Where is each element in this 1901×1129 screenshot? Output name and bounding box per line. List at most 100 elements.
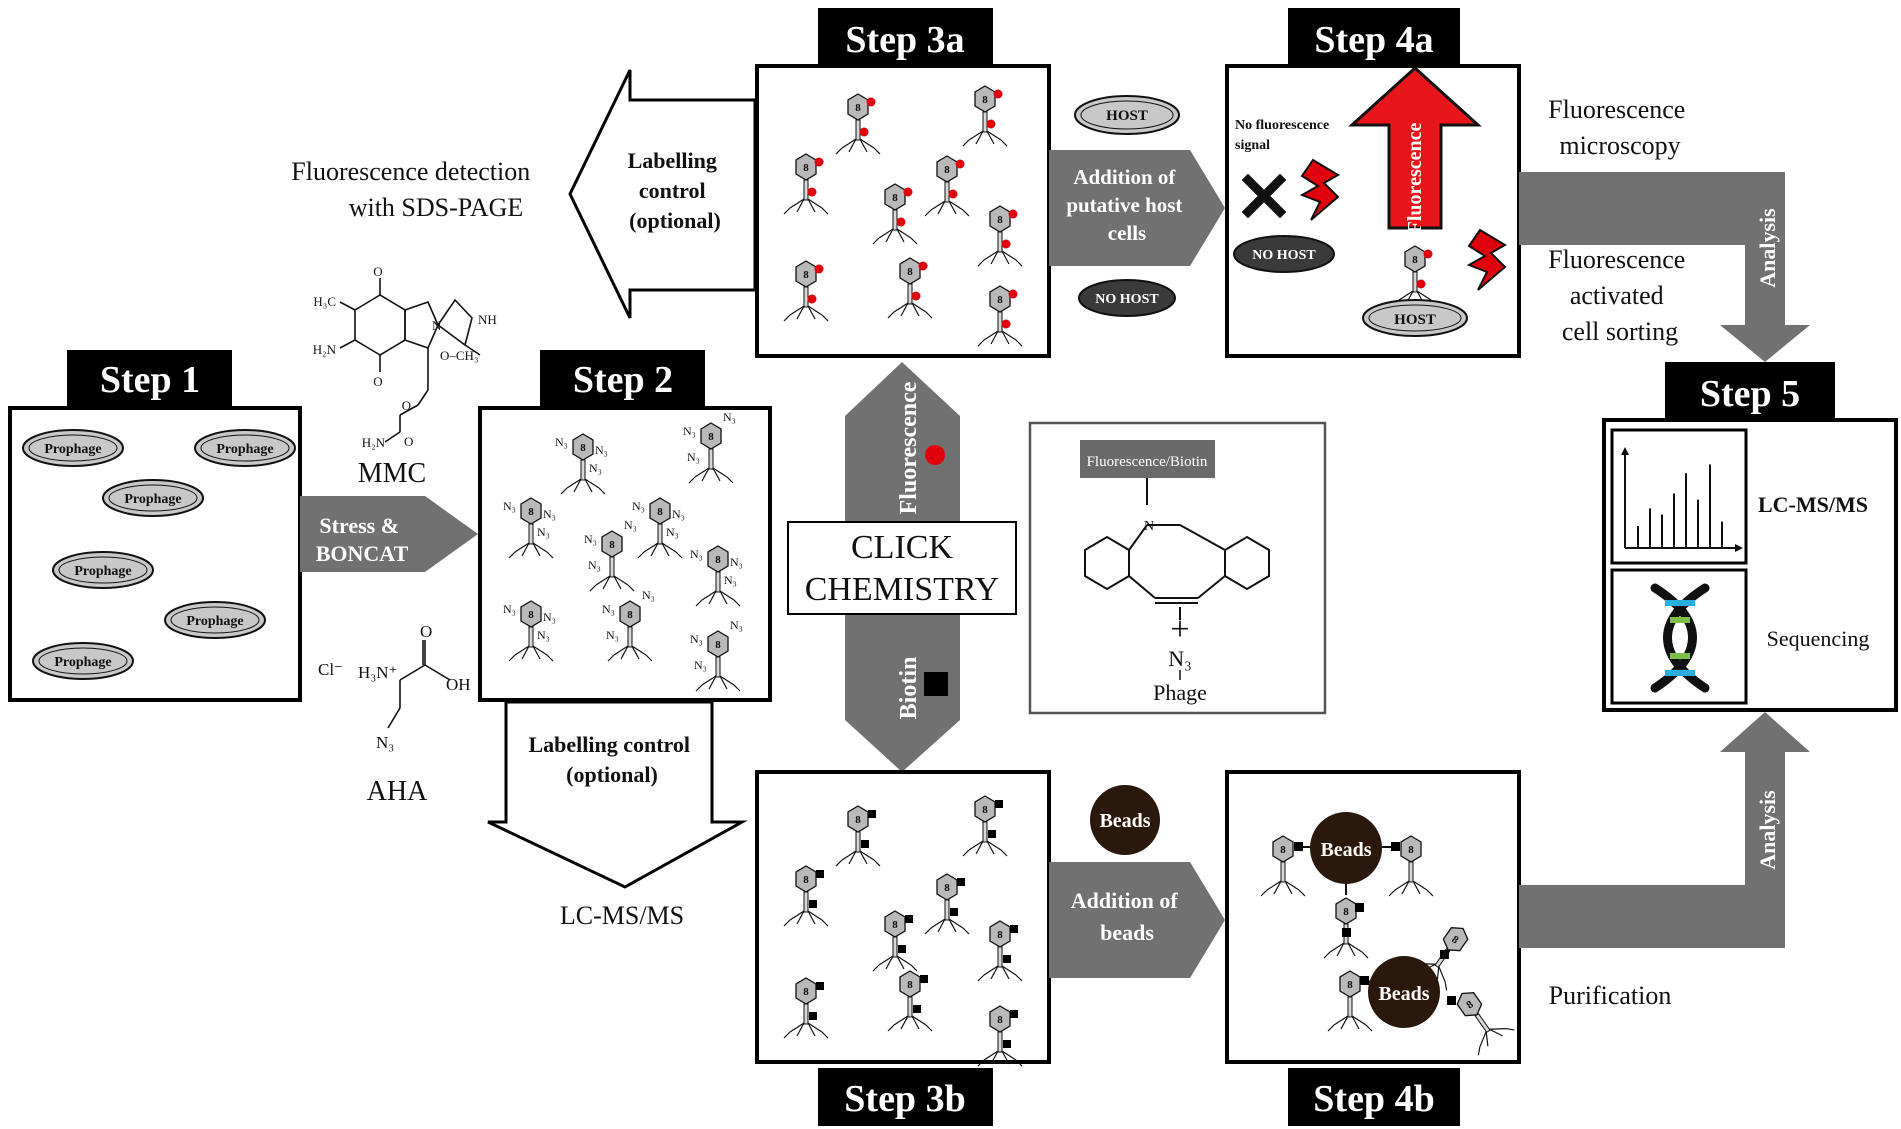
step5-label: Step 5 bbox=[1700, 373, 1800, 415]
fluorescence-up-arrow: Fluorescence bbox=[845, 362, 960, 522]
analysis-top-label: Analysis bbox=[1755, 208, 1780, 288]
svg-text:N₃: N₃ bbox=[537, 525, 550, 539]
svg-text:N₃: N₃ bbox=[730, 618, 743, 632]
no-host-badge: NO HOST bbox=[1078, 279, 1176, 317]
svg-text:H₃C: H₃C bbox=[313, 294, 336, 309]
labelling-control-bottom-label: Labelling control (optional) bbox=[528, 732, 695, 787]
cross-icon bbox=[1241, 173, 1287, 219]
dna-icon bbox=[1650, 583, 1710, 693]
host-label: HOST bbox=[1106, 108, 1148, 124]
n3-label: N₃ bbox=[1168, 646, 1192, 671]
svg-text:N₃: N₃ bbox=[723, 410, 736, 424]
mmc-structure: O O H₃C H₂N NH O–CH₃ N O O H₂N bbox=[313, 264, 497, 450]
beads-label: Beads bbox=[1099, 810, 1150, 832]
beads-label-upper: Beads bbox=[1320, 839, 1371, 861]
host-label-step4a: HOST bbox=[1394, 312, 1436, 328]
azide-phage: N₃ N₃ N₃ bbox=[632, 497, 685, 559]
step4a-box: No fluorescence signal NO HOST Fluoresce… bbox=[1225, 64, 1521, 358]
no-signal-label: No fluorescence signal bbox=[1235, 118, 1333, 153]
svg-text:N₃: N₃ bbox=[537, 628, 550, 642]
aha-label: AHA bbox=[367, 776, 428, 807]
svg-text:N₃: N₃ bbox=[690, 547, 703, 561]
no-host-badge-step4a: NO HOST bbox=[1233, 235, 1335, 273]
no-host-label-step4a: NO HOST bbox=[1252, 248, 1316, 263]
addition-beads-label: Addition of beads bbox=[1071, 888, 1183, 945]
step5-tab: Step 5 bbox=[1665, 362, 1835, 420]
prophage-cell: Prophage bbox=[52, 551, 154, 589]
svg-text:N: N bbox=[432, 318, 442, 333]
purification-label: Purification bbox=[1549, 981, 1672, 1010]
dibo-ring-structure bbox=[1084, 478, 1270, 620]
prophage-label: Prophage bbox=[216, 442, 273, 457]
fluorescence-vertical-label: Fluorescence bbox=[896, 381, 922, 514]
fluorescence-detection-label: Fluorescence detection with SDS-PAGE bbox=[291, 157, 536, 222]
addition-host-label: Addition of putative host cells bbox=[1066, 165, 1187, 245]
analysis-bottom-arrow: Analysis bbox=[1519, 712, 1810, 948]
spectrum-panel bbox=[1610, 428, 1748, 565]
svg-text:N₃: N₃ bbox=[683, 424, 696, 438]
svg-text:O: O bbox=[373, 264, 382, 279]
prophage-cell: Prophage bbox=[164, 601, 266, 639]
dna-panel bbox=[1610, 568, 1748, 705]
biotin-square-icon bbox=[924, 672, 948, 696]
svg-text:OH: OH bbox=[446, 675, 471, 694]
bead-upper: Beads bbox=[1260, 812, 1434, 959]
svg-text:N₃: N₃ bbox=[543, 610, 556, 624]
fluorescence-arrow-label: Fluorescence bbox=[1404, 123, 1426, 234]
step4b-box: Beads Beads bbox=[1225, 770, 1521, 1064]
fluorescence-microscopy-label: Fluorescence microscopy bbox=[1548, 95, 1692, 160]
prophage-cell: Prophage bbox=[102, 479, 204, 517]
svg-text:N₃: N₃ bbox=[730, 555, 743, 569]
chemistry-label: CHEMISTRY bbox=[805, 571, 1000, 608]
mmc-label: MMC bbox=[358, 458, 426, 489]
biotin-vertical-label: Biotin bbox=[896, 657, 922, 720]
prophage-label: Prophage bbox=[74, 564, 131, 579]
beads-badge: Beads bbox=[1090, 785, 1160, 855]
prophage-cell: Prophage bbox=[194, 429, 296, 467]
sequencing-label: Sequencing bbox=[1767, 626, 1870, 651]
svg-text:N₃: N₃ bbox=[666, 525, 679, 539]
svg-text:N₃: N₃ bbox=[588, 558, 601, 572]
prophage-label: Prophage bbox=[186, 614, 243, 629]
svg-text:N₃: N₃ bbox=[687, 450, 700, 464]
lcms-bottom-label: LC-MS/MS bbox=[560, 901, 684, 930]
prophage-cell: Prophage bbox=[22, 429, 124, 467]
beads-label-lower: Beads bbox=[1378, 983, 1429, 1005]
svg-text:N₃: N₃ bbox=[543, 507, 556, 521]
svg-text:N₃: N₃ bbox=[589, 461, 602, 475]
step3b-box bbox=[755, 770, 1051, 1067]
svg-text:N₃: N₃ bbox=[672, 507, 685, 521]
lightning-icon-left bbox=[1299, 158, 1340, 221]
labelling-control-top-label: Labelling control (optional) bbox=[628, 148, 723, 233]
lcms-step5-label: LC-MS/MS bbox=[1758, 492, 1868, 517]
svg-text:NH: NH bbox=[478, 312, 497, 327]
svg-text:H₂N: H₂N bbox=[362, 435, 386, 450]
prophage-cell: Prophage bbox=[32, 642, 134, 680]
svg-text:O: O bbox=[402, 398, 411, 413]
click-structure-box: Fluorescence/Biotin N + N₃ Phage bbox=[1028, 421, 1327, 715]
analysis-bottom-label: Analysis bbox=[1755, 790, 1780, 870]
fluorescence-dot-icon bbox=[925, 445, 945, 465]
svg-text:O: O bbox=[404, 434, 413, 449]
svg-text:N₃: N₃ bbox=[503, 602, 516, 616]
addition-beads-arrow: Addition of beads bbox=[1049, 862, 1225, 978]
step2-label: Step 2 bbox=[573, 359, 673, 401]
svg-text:N₃: N₃ bbox=[690, 632, 703, 646]
spectrum-icon bbox=[1621, 447, 1743, 552]
svg-text:O: O bbox=[420, 622, 432, 641]
host-badge: HOST bbox=[1074, 95, 1180, 135]
labelling-control-bottom-arrow: Labelling control (optional) bbox=[487, 700, 748, 889]
fluorescence-up-arrow-icon: Fluorescence bbox=[1348, 65, 1482, 234]
svg-text:N₃: N₃ bbox=[632, 499, 645, 513]
spectrum-peaks bbox=[1637, 464, 1723, 548]
aha-structure: Cl⁻ H₃N⁺ O OH N₃ bbox=[318, 622, 471, 752]
step4b-tab: Step 4b bbox=[1288, 1068, 1460, 1126]
